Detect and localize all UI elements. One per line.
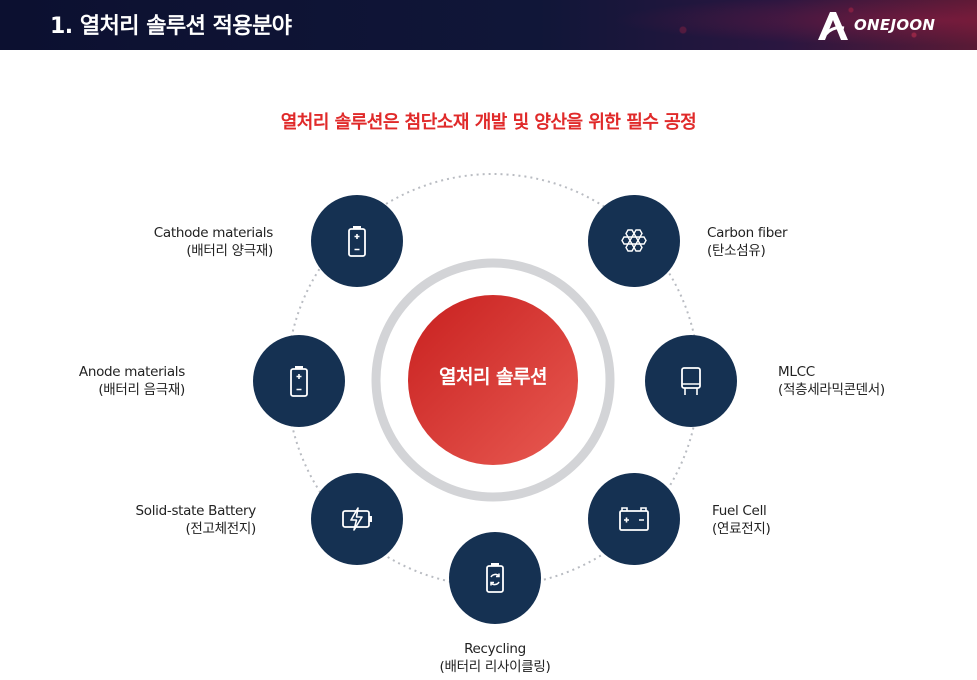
diagram-subtitle: 열처리 솔루션은 첨단소재 개발 및 양산을 위한 필수 공정 <box>280 112 697 133</box>
page-title: 1. 열처리 솔루션 적용분야 <box>50 14 292 39</box>
label-fuel-cell: Fuel Cell (연료전지) <box>712 503 771 537</box>
label-anode-materials: Anode materials (배터리 음극재) <box>78 364 185 398</box>
battery-icon <box>290 366 308 397</box>
brand-name: ONEJOON <box>854 16 936 34</box>
battery-icon <box>348 226 366 257</box>
center-ring <box>371 258 615 502</box>
label-mlcc: MLCC (적층세라믹콘덴서) <box>778 364 885 398</box>
label-recycling: Recycling (배터리 리사이클링) <box>439 641 551 675</box>
center-circle <box>408 295 578 465</box>
node-cathode-materials <box>311 195 403 287</box>
capacitor-icon <box>681 367 701 395</box>
node-mlcc <box>645 335 737 427</box>
node-solid-state-battery <box>311 473 403 565</box>
header-bar: 1. 열처리 솔루션 적용분야 ONEJOON <box>0 0 977 50</box>
label-carbon-fiber: Carbon fiber (탄소섬유) <box>707 225 788 259</box>
node-anode-materials <box>253 335 345 427</box>
center-label: 열처리 솔루션 <box>439 366 548 388</box>
battery-bolt-icon <box>342 507 372 531</box>
node-carbon-fiber <box>588 195 680 287</box>
header-decoration <box>557 0 977 50</box>
node-fuel-cell <box>588 473 680 565</box>
brand-logo: ONEJOON <box>814 6 935 44</box>
logo-mark-icon <box>818 12 848 40</box>
hexagon-mesh-icon <box>621 229 647 252</box>
label-solid-state-battery: Solid-state Battery (전고체전지) <box>135 503 256 537</box>
node-recycling <box>449 532 541 624</box>
label-cathode-materials: Cathode materials (배터리 양극재) <box>153 225 274 259</box>
car-battery-icon <box>619 507 649 531</box>
recycle-battery-icon <box>486 563 504 593</box>
